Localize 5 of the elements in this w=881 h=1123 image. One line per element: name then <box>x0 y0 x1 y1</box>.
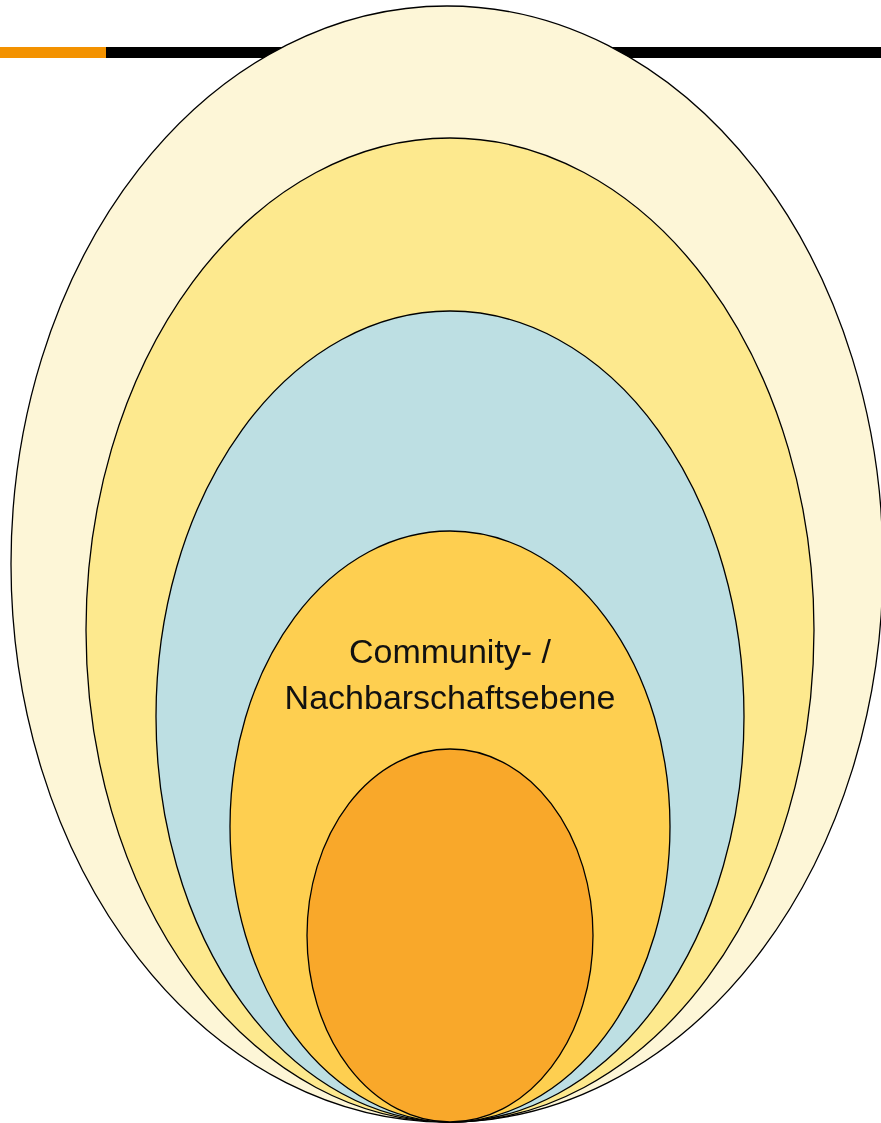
ellipse-shape <box>155 310 745 1123</box>
level-label: Community- / Nachbarschaftsebene <box>283 631 617 718</box>
ellipse-shape <box>229 530 671 1123</box>
ellipse-shape <box>85 137 815 1123</box>
ellipse-shape <box>306 748 594 1123</box>
